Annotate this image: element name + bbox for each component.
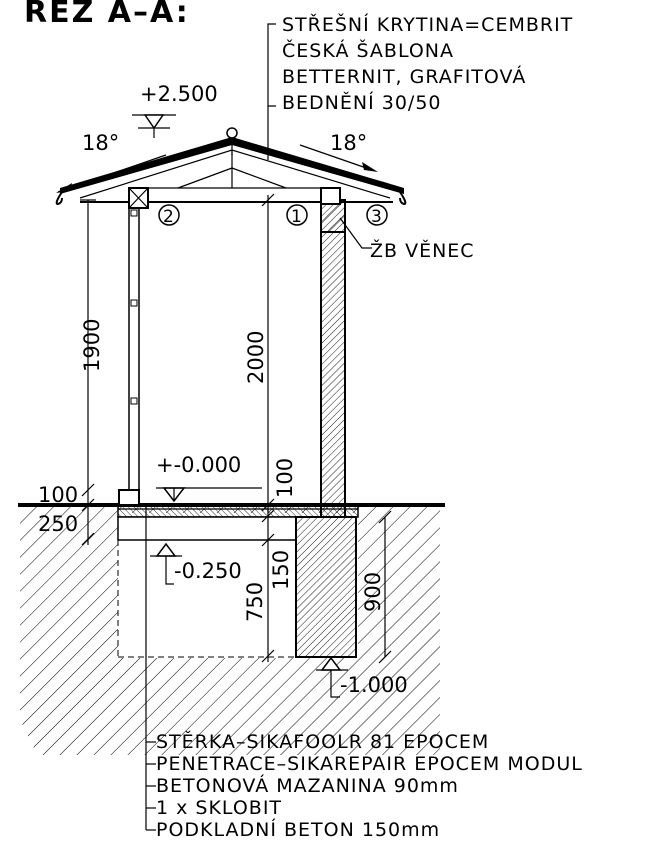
floor-layer-2: PENETRACE–SIKAREPAIR EPOCEM MODUL [156,753,583,775]
roofing-callout: STŘEŠNÍ KRYTINA=CEMBRIT ČESKÁ ŠABLONA BE… [267,12,573,160]
ring-beam-label: ŽB VĚNEC [370,239,475,262]
ring-beam [320,199,346,233]
dim-750: 750 [243,582,267,622]
roofing-line-3: BETTERNIT, GRAFITOVÁ [282,65,526,88]
strip-footing [295,516,357,658]
soil-hatch [20,505,440,755]
level-foundation-top: -0.250 [174,559,242,583]
level-floor-marker: +-0.000 [156,453,262,503]
detail-markers: 2 1 3 [158,204,388,227]
level-foundation-bottom-marker: -1.000 [316,656,408,698]
marker-3: 3 [371,207,382,227]
section-title: ŘEZ A–A: [24,0,190,30]
level-floor: +-0.000 [156,453,241,477]
dim-150: 150 [269,550,293,590]
floor-layer-5: PODKLADNÍ BETON 150mm [156,818,440,841]
roof [55,127,407,209]
floor-layers-callout: STĚRKA–SIKAFOOLR 81 EPOCEM PENETRACE–SIK… [145,505,583,841]
dim-1900: 1900 [80,319,104,372]
left-post [118,199,140,506]
slope-left: 18° [82,131,119,155]
roofing-line-4: BEDNĚNÍ 30/50 [282,91,442,114]
slope-arrows: 18° 18° [56,131,378,193]
dim-2000: 2000 [244,331,268,384]
dim-900: 900 [361,572,385,612]
level-ridge-marker: +2.500 [132,82,218,138]
level-ridge: +2.500 [140,82,218,106]
dim-250: 250 [38,512,78,536]
floor-slab [117,504,359,541]
roofing-line-1: STŘEŠNÍ KRYTINA=CEMBRIT [282,12,573,36]
ring-beam-callout: ŽB VĚNEC [339,217,475,262]
right-wall [320,199,346,518]
slope-right: 18° [330,131,367,155]
floor-layer-1: STĚRKA–SIKAFOOLR 81 EPOCEM [156,730,489,753]
level-foundation-bottom: -1.000 [340,673,408,697]
roofing-line-2: ČESKÁ ŠABLONA [282,38,454,62]
marker-1: 1 [291,207,302,227]
marker-2: 2 [163,207,174,227]
dim-100-step: 100 [38,483,78,507]
dim-100-slab: 100 [273,458,297,498]
floor-layer-3: BETONOVÁ MAZANINA 90mm [156,774,459,797]
dimensions: 1900 2000 100 250 100 150 750 900 [38,193,392,664]
level-foundation-top-marker: -0.250 [150,542,242,585]
floor-layer-4: 1 x SKLOBIT [156,797,282,819]
